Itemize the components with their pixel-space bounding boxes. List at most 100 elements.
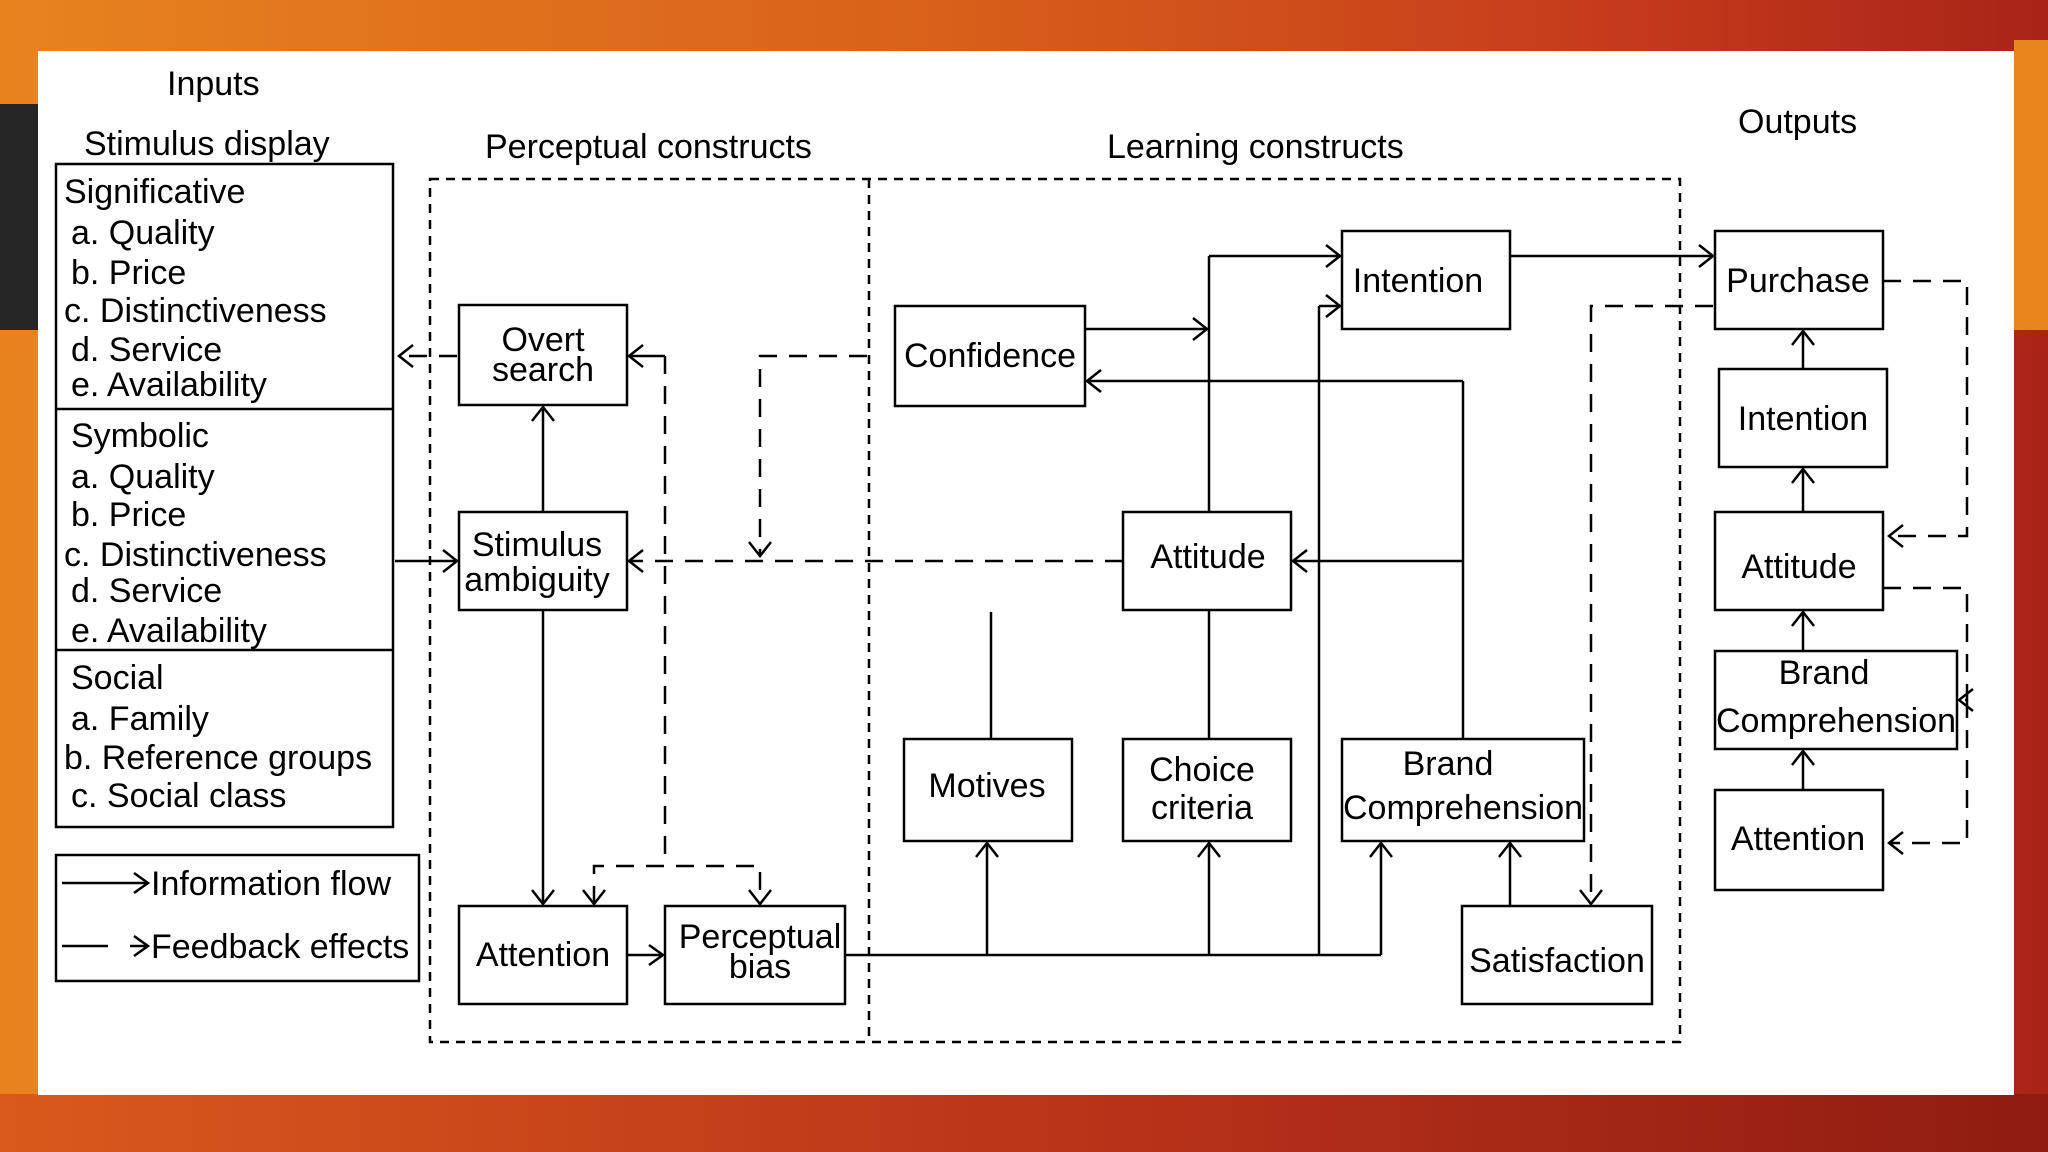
inputs-header: Inputs: [167, 65, 260, 103]
arrow-up-icon: [1791, 748, 1815, 766]
output-purchase-box: Purchase: [1713, 229, 1885, 331]
motives-label: Motives: [928, 767, 1045, 805]
slide-bottom-band: [0, 1094, 2048, 1152]
significative-group: Significative a. Quality b. Price c. Dis…: [64, 173, 327, 404]
satisfaction-label: Satisfaction: [1469, 942, 1645, 980]
slide-accent-bar: [2014, 40, 2048, 330]
arrow-right-icon: [648, 943, 666, 967]
output-brand-comprehension-label: Brand: [1779, 654, 1870, 692]
howard-sheth-model-diagram: Inputs Stimulus display Perceptual const…: [54, 65, 1974, 1044]
arrow-up-icon: [1791, 466, 1815, 484]
choice-criteria-label: Choice: [1149, 751, 1255, 789]
arrow-right-icon: [1325, 294, 1343, 318]
significative-title: Significative: [64, 173, 245, 211]
attention-box: Attention: [457, 904, 629, 1006]
information-flow-lines: [395, 244, 1815, 967]
arrow-up-icon: [1791, 328, 1815, 346]
stimulus-item: d. Service: [71, 572, 222, 610]
overt-search-label: search: [492, 351, 594, 389]
legend: Information flow Feedback effects: [54, 853, 421, 983]
output-brand-comprehension-box: Brand Comprehension: [1713, 649, 1959, 751]
output-attitude-label: Attitude: [1741, 548, 1856, 586]
output-intention-label: Intention: [1738, 400, 1868, 438]
overt-search-box: Overt search: [457, 303, 629, 407]
choice-criteria-box: Choice criteria: [1121, 737, 1293, 843]
arrow-down-icon: [531, 889, 555, 907]
arrow-up-icon: [1498, 840, 1522, 858]
perceptual-bias-label: Perceptual: [679, 918, 842, 956]
arrow-right-icon: [133, 871, 151, 895]
arrow-down-icon: [582, 889, 606, 907]
attitude-label: Attitude: [1150, 538, 1265, 576]
arrow-up-icon: [1369, 840, 1393, 858]
stimulus-item: c. Social class: [71, 777, 286, 815]
stimulus-item: b. Reference groups: [64, 739, 372, 777]
symbolic-title: Symbolic: [71, 417, 209, 455]
arrow-left-icon: [396, 344, 414, 368]
output-attention-label: Attention: [1731, 820, 1865, 858]
stimulus-display-table: [54, 162, 395, 829]
legend-frame: [54, 853, 421, 983]
choice-criteria-label: criteria: [1151, 789, 1253, 827]
output-brand-comprehension-label: Comprehension: [1716, 702, 1956, 740]
symbolic-group: Symbolic a. Quality b. Price c. Distinct…: [64, 417, 327, 650]
stimulus-item: a. Quality: [71, 458, 215, 496]
arrow-right-icon: [133, 934, 151, 958]
arrow-right-icon: [1698, 244, 1716, 268]
arrow-up-icon: [975, 840, 999, 858]
arrow-up-icon: [1791, 609, 1815, 627]
arrow-left-icon: [626, 344, 644, 368]
arrow-left-icon: [1084, 369, 1102, 393]
arrow-left-icon: [626, 549, 644, 573]
stimulus-ambiguity-label: Stimulus: [472, 526, 602, 564]
brand-comprehension-label: Comprehension: [1343, 789, 1583, 827]
output-intention-box: Intention: [1717, 367, 1889, 469]
arrow-up-icon: [1197, 840, 1221, 858]
arrow-left-icon: [1886, 524, 1904, 548]
arrow-right-icon: [442, 549, 460, 573]
social-title: Social: [71, 659, 164, 697]
arrow-down-icon: [1579, 889, 1603, 907]
perceptual-bias-label: bias: [729, 948, 791, 986]
stimulus-item: b. Price: [71, 496, 186, 534]
diagram-slide: Inputs Stimulus display Perceptual const…: [38, 51, 2014, 1095]
stimulus-display-header: Stimulus display: [84, 125, 330, 163]
arrow-left-icon: [1956, 688, 1974, 712]
stimulus-item: a. Family: [71, 700, 209, 738]
stimulus-item: c. Distinctiveness: [64, 536, 327, 574]
stimulus-table-frame: [54, 162, 395, 829]
arrow-down-icon: [748, 541, 772, 559]
intention-label: Intention: [1353, 262, 1483, 300]
stimulus-item: b. Price: [71, 254, 186, 292]
legend-information-flow: Information flow: [151, 865, 391, 903]
attention-label: Attention: [476, 936, 610, 974]
perceptual-bias-box: Perceptual bias: [663, 904, 847, 1006]
output-purchase-label: Purchase: [1726, 262, 1870, 300]
learning-constructs-header: Learning constructs: [1107, 128, 1404, 166]
arrow-right-icon: [1325, 244, 1343, 268]
attitude-box: Attitude: [1121, 510, 1293, 612]
confidence-box: Confidence: [893, 304, 1087, 408]
stimulus-item: a. Quality: [71, 214, 215, 252]
legend-feedback-effects: Feedback effects: [151, 928, 409, 966]
arrow-down-icon: [748, 889, 772, 907]
perceptual-constructs-header: Perceptual constructs: [485, 128, 812, 166]
confidence-label: Confidence: [904, 337, 1076, 375]
stimulus-item: e. Availability: [71, 612, 267, 650]
output-attitude-box: Attitude: [1713, 510, 1885, 612]
arrow-up-icon: [531, 404, 555, 422]
motives-box: Motives: [902, 737, 1074, 843]
feedback-effect-lines: [396, 279, 1974, 907]
constructs-region: [428, 177, 1682, 1044]
arrow-right-icon: [1192, 317, 1210, 341]
brand-comprehension-label: Brand: [1403, 745, 1494, 783]
brand-comprehension-box: Brand Comprehension: [1340, 737, 1586, 843]
outputs-header: Outputs: [1738, 103, 1857, 141]
stimulus-ambiguity-label: ambiguity: [464, 561, 610, 599]
arrow-left-icon: [1290, 549, 1308, 573]
stimulus-item: d. Service: [71, 331, 222, 369]
slide-dark-tab: [0, 104, 40, 330]
stimulus-ambiguity-box: Stimulus ambiguity: [457, 510, 629, 612]
output-attention-box: Attention: [1713, 788, 1885, 892]
stimulus-item: c. Distinctiveness: [64, 292, 327, 330]
